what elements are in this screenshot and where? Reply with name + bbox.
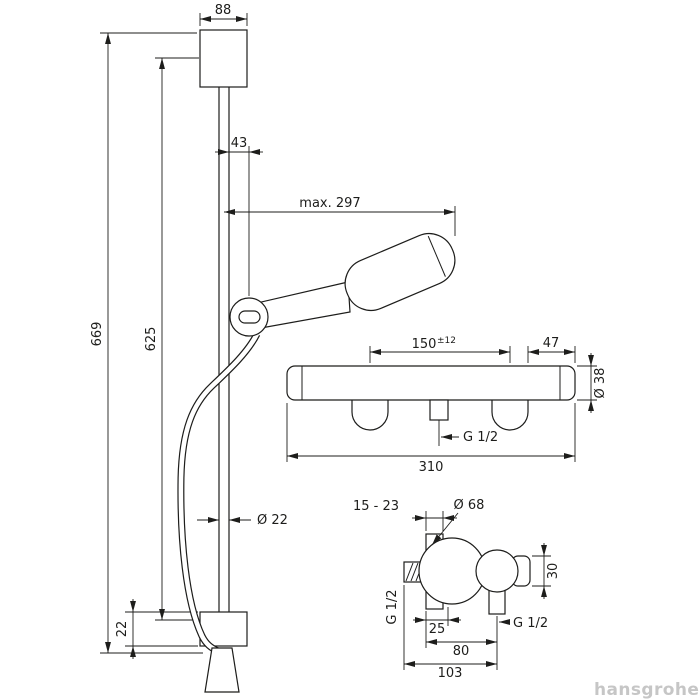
dimension-projections <box>403 585 511 670</box>
dim-handle-width-label: 30 <box>546 563 561 580</box>
dim-outlet-projection-label: 80 <box>453 644 470 659</box>
hand-shower-head <box>344 232 456 312</box>
dim-connection-tolerance-label: ±12 <box>437 336 456 346</box>
outlet-thread-label: G 1/2 <box>463 430 498 445</box>
shower-hose <box>177 332 261 693</box>
dimension-max-reach <box>224 206 456 236</box>
upper-wall-bracket <box>199 29 248 88</box>
dimension-end-offset <box>527 346 576 363</box>
dim-escutcheon-diameter-label: Ø 68 <box>454 498 485 513</box>
valve-body <box>475 549 519 593</box>
dimension-slider-offset <box>215 146 263 296</box>
dim-body-diameter-label: Ø 38 <box>593 368 608 399</box>
dimension-total-width <box>286 403 576 462</box>
hose-end-fitting <box>204 647 240 693</box>
dim-bracket-width-label: 88 <box>215 3 232 18</box>
dimension-bracket-width <box>199 13 248 26</box>
dim-wall-clearance-label: 15 - 23 <box>353 499 399 514</box>
slider-button <box>238 310 261 324</box>
side-outlet-thread-label: G 1/2 <box>513 616 548 631</box>
dimension-mount-distance <box>155 57 199 621</box>
dim-slider-offset-label: 43 <box>231 136 248 151</box>
dim-max-reach-label: max. 297 <box>299 196 360 211</box>
escutcheon-diameter-leader <box>431 512 459 546</box>
brand-watermark: hansgrohe <box>594 680 699 700</box>
escutcheon-disc <box>418 537 486 605</box>
dimension-bottom-height <box>125 599 198 659</box>
dim-total-height-label: 669 <box>90 322 105 347</box>
bottom-outlet <box>429 399 449 421</box>
dim-rail-diameter-label: Ø 22 <box>257 513 288 528</box>
mixer-front-view: 150 ±12 47 310 Ø 38 G 1/2 <box>286 336 608 475</box>
dimension-connection-centers <box>369 346 511 363</box>
outlet-thread-callout <box>438 420 459 446</box>
shower-set-view: 88 43 max. 297 669 625 <box>90 3 456 693</box>
dimension-handle-width <box>532 543 551 599</box>
mixer-body <box>286 365 576 401</box>
dimension-body-diameter <box>577 353 597 413</box>
shower-rail <box>218 85 230 641</box>
dimension-wall-clearance <box>412 511 457 531</box>
dim-connection-centers-label: 150 <box>412 337 437 352</box>
mixer-side-view: 15 - 23 Ø 68 30 G 1/2 25 8 <box>353 498 561 681</box>
dimension-total-height <box>100 32 203 654</box>
inlet-thread-label: G 1/2 <box>385 589 400 624</box>
dim-bottom-height-label: 22 <box>115 621 130 638</box>
dim-end-offset-label: 47 <box>543 336 560 351</box>
dim-axis-to-wall-label: 25 <box>429 622 446 637</box>
dim-total-projection-label: 103 <box>438 666 463 681</box>
dim-mount-distance-label: 625 <box>144 327 159 352</box>
dim-total-width-label: 310 <box>419 460 444 475</box>
